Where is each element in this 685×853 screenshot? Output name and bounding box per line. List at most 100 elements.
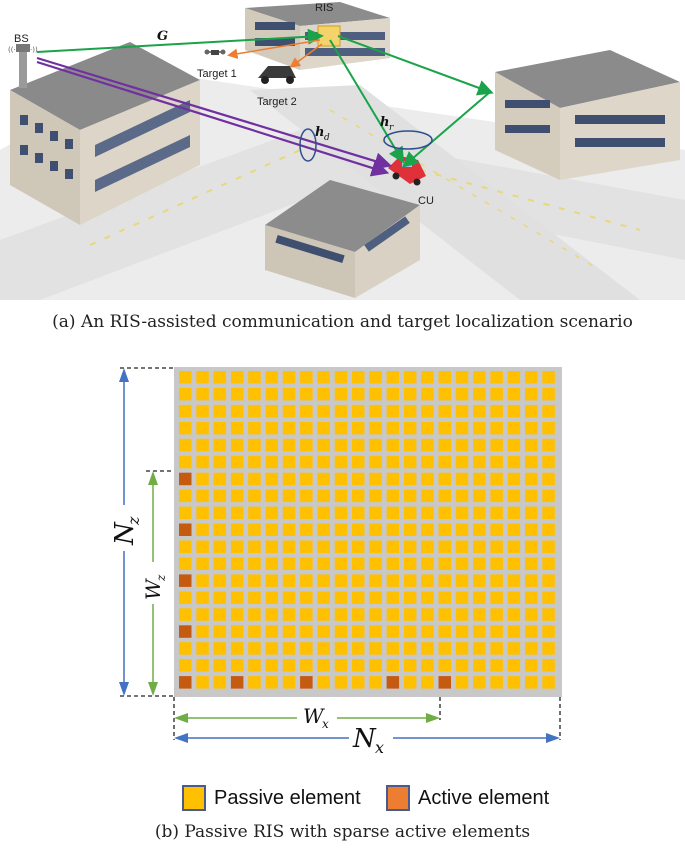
passive-element (403, 421, 417, 435)
g-label: G (157, 29, 168, 44)
passive-element (317, 642, 330, 655)
passive-element (525, 523, 538, 536)
passive-element (196, 608, 209, 621)
passive-element (179, 387, 192, 401)
passive-element (455, 387, 469, 401)
passive-element (438, 489, 451, 503)
passive-element (507, 625, 521, 638)
passive-element (213, 625, 227, 638)
passive-element (317, 625, 330, 638)
passive-element (317, 387, 330, 401)
passive-element (542, 574, 555, 587)
passive-element (455, 557, 469, 570)
passive-element (282, 438, 296, 452)
passive-element (179, 557, 192, 570)
passive-element (213, 472, 227, 486)
passive-element (300, 387, 313, 401)
passive-element (369, 642, 382, 655)
svg-text:h: h (315, 125, 324, 140)
passive-element (230, 438, 244, 452)
target-1-label: Target 1 (197, 68, 237, 80)
passive-element (282, 625, 296, 638)
passive-element (421, 472, 434, 486)
nx-dimension-arrow (174, 722, 560, 752)
passive-element (455, 523, 469, 536)
passive-element (369, 574, 382, 587)
passive-element (334, 659, 348, 672)
active-element (179, 574, 192, 587)
passive-element (248, 608, 261, 621)
target-2-label: Target 2 (257, 96, 297, 108)
svg-text:·)): ·)) (30, 46, 38, 54)
passive-element (230, 387, 244, 401)
passive-element (230, 455, 244, 469)
passive-element (196, 489, 209, 503)
passive-element (248, 489, 261, 503)
passive-element (507, 523, 521, 536)
passive-element (403, 676, 417, 689)
passive-element (490, 455, 503, 469)
legend-passive-label: Passive element (214, 786, 361, 809)
passive-element (352, 472, 365, 486)
passive-element (300, 659, 313, 672)
passive-element (369, 472, 382, 486)
passive-element (507, 387, 521, 401)
passive-element (196, 557, 209, 570)
svg-text:z: z (154, 574, 168, 582)
legend-passive: Passive element (182, 783, 361, 813)
passive-element (213, 438, 227, 452)
passive-element (525, 404, 538, 418)
passive-element (455, 371, 469, 384)
passive-element (403, 557, 417, 570)
passive-element (490, 438, 503, 452)
passive-element (352, 387, 365, 401)
passive-element (507, 404, 521, 418)
passive-element (179, 506, 192, 520)
passive-element (386, 625, 400, 638)
passive-element (334, 455, 348, 469)
passive-element (213, 642, 227, 655)
passive-element (334, 540, 348, 553)
svg-text:((·: ((· (8, 46, 16, 54)
passive-element (438, 523, 451, 536)
passive-element (542, 540, 555, 553)
caption-b: (b) Passive RIS with sparse active eleme… (154, 822, 531, 842)
passive-element (525, 387, 538, 401)
passive-element (230, 371, 244, 384)
passive-element (421, 489, 434, 503)
passive-element (282, 642, 296, 655)
passive-element (507, 540, 521, 553)
passive-element (352, 455, 365, 469)
passive-element (525, 557, 538, 570)
passive-element (542, 625, 555, 638)
passive-element (230, 506, 244, 520)
passive-element (213, 676, 227, 689)
svg-text:z: z (124, 516, 143, 526)
passive-element (403, 472, 417, 486)
passive-element (265, 625, 278, 638)
passive-element (196, 506, 209, 520)
wz-dimension-arrow (141, 471, 165, 696)
passive-element (438, 574, 451, 587)
passive-element (455, 438, 469, 452)
passive-element (317, 404, 330, 418)
passive-element (196, 540, 209, 553)
passive-element (542, 506, 555, 520)
passive-element (352, 591, 365, 604)
passive-element (282, 506, 296, 520)
passive-element (507, 642, 521, 655)
passive-element (386, 506, 400, 520)
passive-element (455, 591, 469, 604)
passive-element (525, 455, 538, 469)
passive-element (230, 574, 244, 587)
passive-element (352, 371, 365, 384)
passive-element (334, 371, 348, 384)
passive-element (230, 404, 244, 418)
nz-dimension-arrow (108, 368, 140, 696)
passive-element (421, 676, 434, 689)
building-right (495, 50, 680, 180)
passive-element (196, 438, 209, 452)
passive-element (352, 625, 365, 638)
bs-cu-channel-hd (36, 56, 393, 177)
passive-element (403, 540, 417, 553)
